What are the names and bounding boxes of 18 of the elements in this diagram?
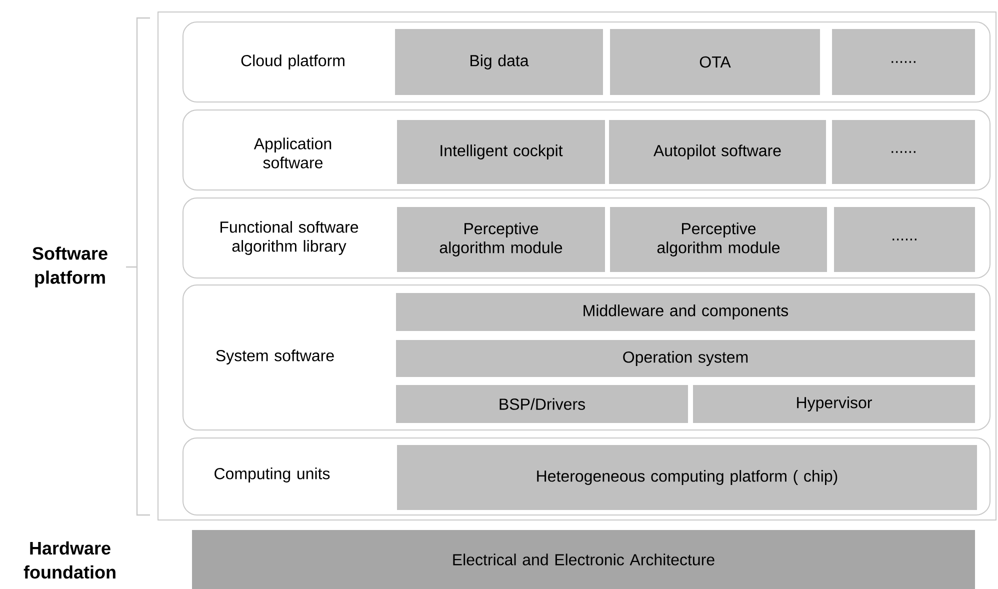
module-box: Hypervisor bbox=[693, 385, 976, 423]
module-box: Middleware and components bbox=[396, 293, 976, 331]
module-box: Big data bbox=[395, 29, 603, 95]
module-box: Heterogeneous computing platform ( chip) bbox=[397, 445, 978, 510]
module-box: Operation system bbox=[396, 340, 976, 377]
module-box: Intelligent cockpit bbox=[397, 120, 605, 184]
module-box: Perceptive algorithm module bbox=[610, 207, 827, 272]
layer-title: Hardware foundation bbox=[24, 541, 116, 579]
module-box: OTA bbox=[610, 29, 820, 95]
module-box: Perceptive algorithm module bbox=[397, 207, 605, 272]
module-box: Autopilot software bbox=[609, 120, 826, 184]
module-box: ...... bbox=[832, 29, 976, 95]
module-box: ...... bbox=[834, 207, 976, 272]
architecture-bar: Electrical and Electronic Architecture bbox=[192, 530, 976, 589]
module-box: BSP/Drivers bbox=[396, 385, 688, 423]
module-box: ...... bbox=[832, 120, 976, 184]
platform-frame bbox=[158, 12, 997, 520]
layer-title: Software platform bbox=[32, 246, 108, 288]
